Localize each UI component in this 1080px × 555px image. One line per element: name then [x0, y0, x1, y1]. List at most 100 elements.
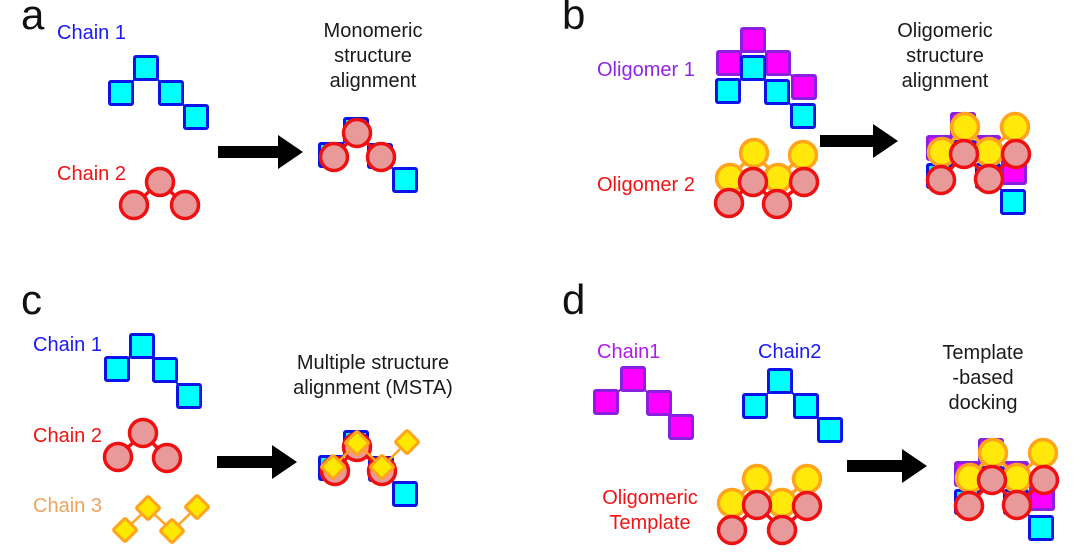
square-node — [183, 104, 209, 130]
square-node — [158, 80, 184, 106]
diamond-node — [135, 495, 161, 521]
square-node — [764, 79, 790, 105]
circle-node — [791, 463, 823, 495]
circle-node — [716, 487, 748, 519]
panel-c-letter: c — [21, 276, 42, 323]
oligomer-2-label: Oligomer 2 — [597, 174, 695, 196]
circle-node — [1028, 464, 1060, 496]
square-node — [715, 78, 741, 104]
circle-node — [766, 514, 798, 546]
circle-node — [973, 136, 1005, 168]
circle-node — [365, 141, 397, 173]
circle-node — [1027, 437, 1059, 469]
circle-node — [925, 164, 957, 196]
circle-node — [1001, 489, 1033, 521]
square-node — [152, 357, 178, 383]
oligomeric-template-label: Oligomeric Template — [602, 487, 698, 534]
molecule-b-olig2-top — [714, 137, 819, 194]
panel-b-letter: b — [562, 0, 586, 38]
arrow-a-right-icon — [218, 135, 303, 169]
chain1-label: Chain1 — [597, 341, 661, 363]
square-node — [740, 55, 766, 81]
msta-title: Multiple structure alignment (MSTA) — [293, 352, 453, 399]
molecule-a-chain2 — [118, 166, 201, 221]
diamond-node — [369, 454, 395, 480]
molecule-d-template-bottom — [716, 489, 823, 546]
circle-node — [999, 111, 1031, 143]
circle-node — [341, 117, 373, 149]
arrow-c-right-icon — [217, 445, 297, 479]
circle-node — [766, 487, 798, 519]
panel-a-letter: a — [21, 0, 45, 38]
square-node — [1000, 189, 1026, 215]
circle-node — [949, 111, 981, 143]
circle-node — [737, 166, 769, 198]
circle-node — [948, 138, 980, 170]
circle-node — [151, 442, 183, 474]
circle-node — [738, 137, 770, 169]
template-docking-title: Template -based docking — [942, 342, 1024, 414]
diamond-node — [320, 454, 346, 480]
panel-d-letter: d — [562, 276, 586, 323]
square-node — [646, 390, 672, 416]
diamond-node — [394, 429, 420, 455]
square-node — [392, 481, 418, 507]
circle-node — [1001, 462, 1033, 494]
oligomer-1-label: Oligomer 1 — [597, 59, 695, 81]
square-node — [176, 383, 202, 409]
square-node — [791, 74, 817, 100]
square-node — [767, 368, 793, 394]
diamond-node — [344, 430, 370, 456]
diamond-node — [159, 518, 185, 544]
chain2-label: Chain2 — [758, 341, 822, 363]
monomeric-alignment-title: Monomeric structure alignment — [323, 20, 423, 92]
arrow-d-right-icon — [847, 449, 927, 483]
square-node — [716, 50, 742, 76]
molecule-a-chain1 — [108, 55, 209, 130]
molecule-b-align-salmon — [925, 138, 1032, 196]
square-node — [1028, 515, 1054, 541]
molecule-d-chain1 — [593, 366, 694, 440]
diamond-node — [184, 494, 210, 520]
diamond-node — [112, 517, 138, 543]
arrow-b-right-icon — [820, 124, 898, 158]
chain-1-label: Chain 1 — [57, 22, 126, 44]
circle-node — [169, 189, 201, 221]
circle-node — [716, 514, 748, 546]
circle-node — [973, 163, 1005, 195]
molecule-b-olig1-outer — [716, 27, 817, 100]
circle-node — [741, 489, 773, 521]
molecule-c-chain3 — [112, 494, 210, 544]
circle-node — [787, 139, 819, 171]
molecule-c-chain2 — [102, 417, 183, 474]
circle-node — [1000, 138, 1032, 170]
circle-node — [118, 189, 150, 221]
square-node — [133, 55, 159, 81]
square-node — [790, 103, 816, 129]
chain-2-label: Chain 2 — [57, 163, 126, 185]
molecule-b-olig2-bottom — [713, 166, 820, 220]
chain-3-label: Chain 3 — [33, 495, 102, 517]
square-node — [793, 393, 819, 419]
circle-node — [713, 187, 745, 219]
circle-node — [144, 166, 176, 198]
chain-1-label: Chain 1 — [33, 334, 102, 356]
circle-node — [953, 490, 985, 522]
circle-node — [791, 490, 823, 522]
circle-node — [976, 464, 1008, 496]
molecule-d-dock-salmon — [953, 464, 1060, 522]
molecule-d-chain2 — [742, 368, 843, 443]
circle-node — [127, 417, 159, 449]
circle-node — [318, 141, 350, 173]
circle-node — [762, 162, 794, 194]
square-node — [108, 80, 134, 106]
square-node — [620, 366, 646, 392]
square-node — [740, 27, 766, 53]
square-node — [129, 333, 155, 359]
square-node — [742, 393, 768, 419]
square-node — [392, 167, 418, 193]
circle-node — [788, 166, 820, 198]
square-node — [104, 356, 130, 382]
